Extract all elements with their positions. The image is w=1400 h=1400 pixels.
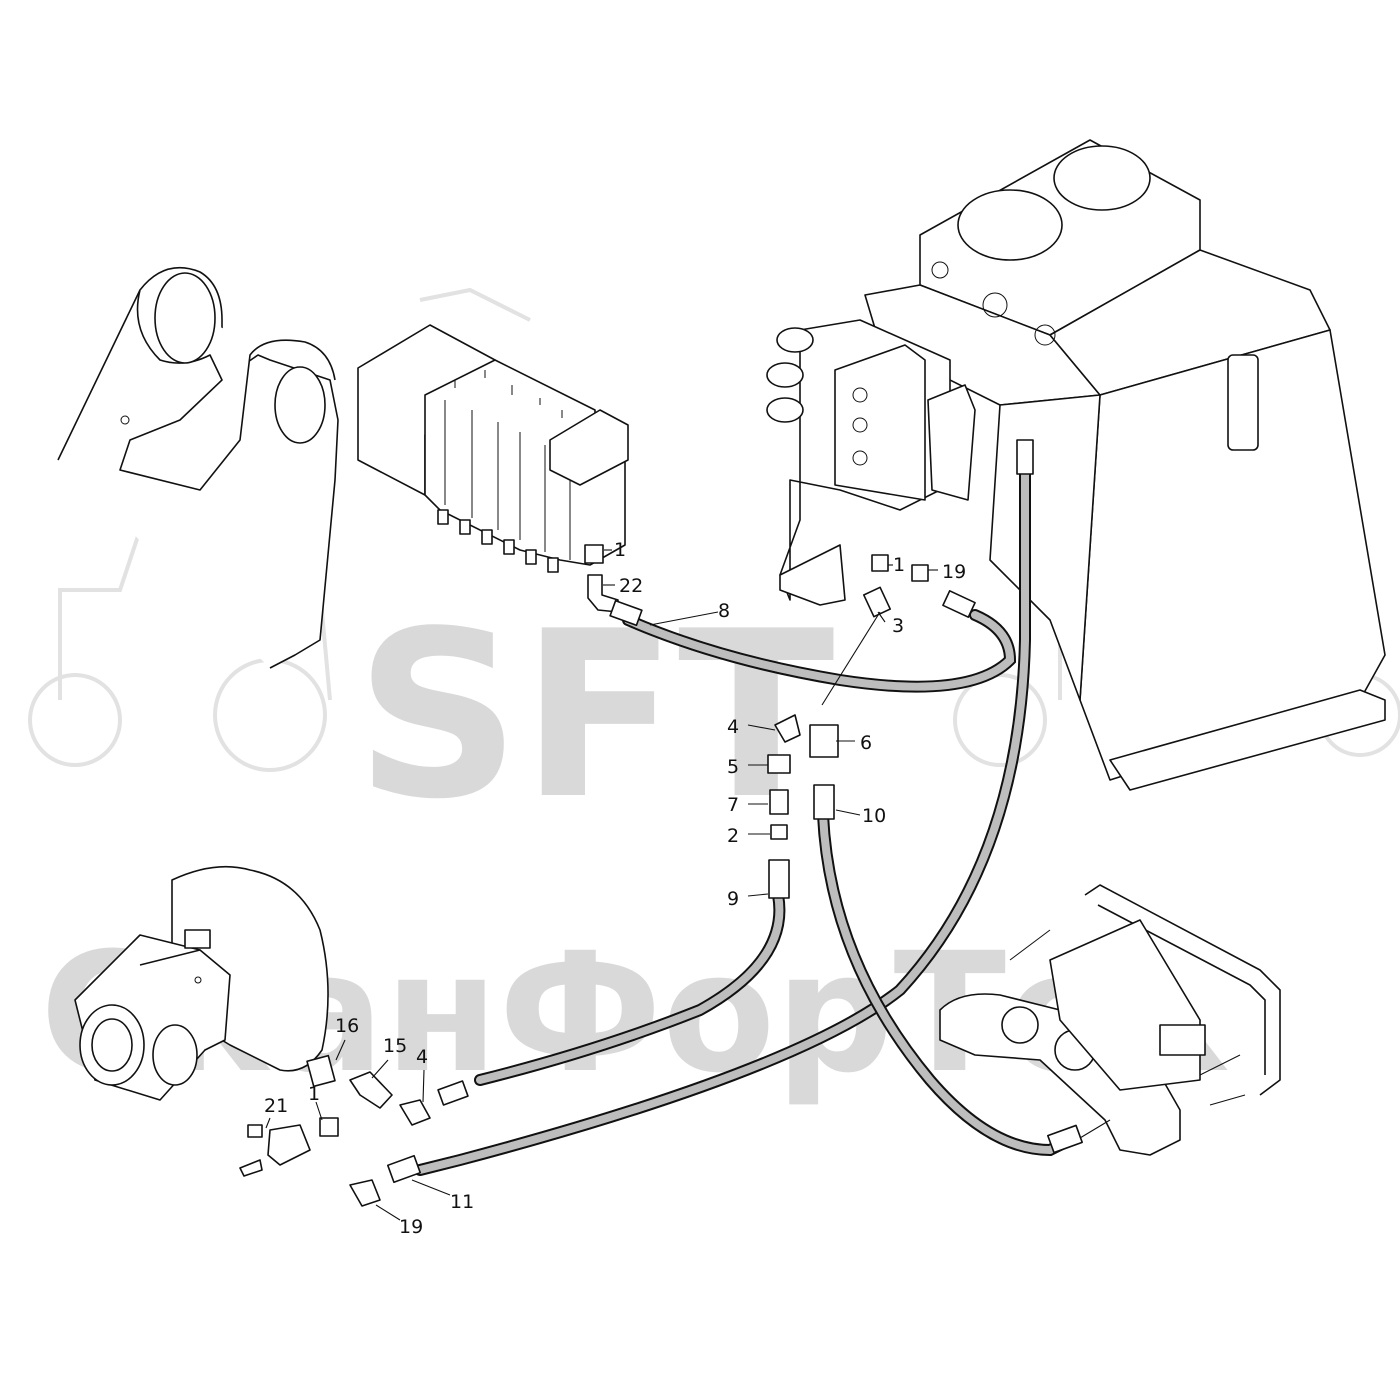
bracket-icon <box>57 266 339 669</box>
fitting-19-upper <box>911 564 929 582</box>
fittings <box>239 439 1083 1207</box>
distribution-block <box>267 1124 311 1166</box>
callout-5: 5 <box>727 756 739 778</box>
fitting-15-tee <box>349 1071 393 1109</box>
fitting-1-mid <box>871 554 889 572</box>
fitting-6-tee <box>809 724 839 758</box>
callout-22: 22 <box>619 575 643 597</box>
fitting-4-lower-elbow <box>399 1099 431 1126</box>
fitting-21 <box>247 1124 263 1138</box>
fitting-7 <box>769 789 789 815</box>
fitting-1-lower <box>319 1117 339 1137</box>
callout-9: 9 <box>727 888 739 910</box>
callout-8: 8 <box>718 600 730 622</box>
bleed-screw <box>239 1159 263 1177</box>
callout-2: 2 <box>727 825 739 847</box>
callout-21: 21 <box>264 1095 288 1117</box>
callout-labels: 1 22 8 1 19 3 4 6 5 7 2 10 9 16 15 4 21 … <box>264 539 966 1238</box>
brake-valve-icon <box>939 884 1281 1156</box>
tank-hose-end <box>1016 439 1034 475</box>
callout-1-mid: 1 <box>893 554 905 576</box>
hose-10-end <box>813 784 835 820</box>
fitting-2 <box>770 824 788 840</box>
callout-19-top: 19 <box>942 561 966 583</box>
hose-8-end-right <box>942 590 976 618</box>
callout-3: 3 <box>892 615 904 637</box>
valve-block-icon <box>357 324 629 573</box>
hose-9-end-lower <box>437 1080 469 1106</box>
callout-16: 16 <box>335 1015 359 1037</box>
fitting-16 <box>306 1054 336 1088</box>
callout-1-lower: 1 <box>308 1083 320 1105</box>
fitting-1-upper <box>584 544 604 564</box>
callout-6: 6 <box>860 732 872 754</box>
hoses <box>414 464 1076 1176</box>
fitting-3-angled <box>862 586 892 618</box>
callout-1-top: 1 <box>614 539 626 561</box>
pump-icon <box>74 865 329 1101</box>
leader-lines <box>265 549 1111 1221</box>
callout-11: 11 <box>450 1191 474 1213</box>
hydraulic-tank-icon <box>864 139 1386 791</box>
callout-4-top: 4 <box>727 716 739 738</box>
fitting-19-lower <box>349 1179 381 1207</box>
callout-7: 7 <box>727 794 739 816</box>
callout-10: 10 <box>862 805 886 827</box>
fitting-4-upper-elbow <box>774 714 801 743</box>
main-valve-stack <box>766 319 976 606</box>
hose-8-end-left <box>609 599 643 627</box>
hose-10-end-lower <box>1047 1124 1083 1154</box>
callout-15: 15 <box>383 1035 407 1057</box>
callout-19-lower: 19 <box>399 1216 423 1238</box>
callout-4-lower: 4 <box>416 1046 428 1068</box>
hose-11-end <box>386 1154 422 1184</box>
hose-9-end <box>768 859 790 899</box>
fitting-5 <box>767 754 791 774</box>
watermark-logo: SFT <box>355 583 835 850</box>
